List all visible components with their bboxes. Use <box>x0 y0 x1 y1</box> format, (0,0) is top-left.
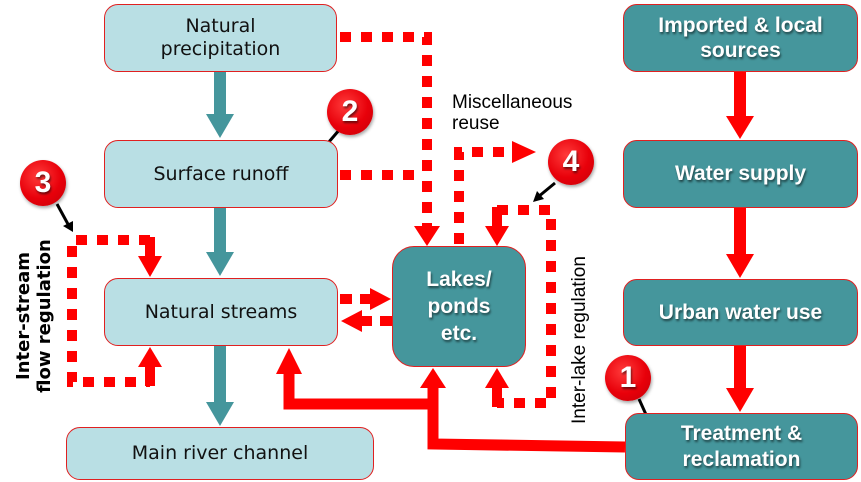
node-natural-precipitation: Natural precipitation <box>104 4 337 72</box>
node-treatment-reclamation: Treatment & reclamation <box>625 413 858 480</box>
label-misc-reuse-line1: Miscellaneous <box>452 92 573 113</box>
badge-2-number: 2 <box>341 95 359 128</box>
pointer-badge-3 <box>55 203 73 232</box>
node-main-river-channel: Main river channel <box>66 427 374 480</box>
arrow-treatment-to-lakes-and-streams <box>276 348 626 453</box>
label-misc-reuse: Miscellaneous reuse <box>452 92 573 135</box>
arrow-inter-lake-regulation <box>485 205 556 408</box>
label-inter-lake-regulation: Inter-lake regulation <box>569 256 591 424</box>
arrow-precipitation-to-runoff <box>206 72 234 138</box>
label-misc-reuse-line2: reuse <box>452 112 500 134</box>
arrow-precipitation-to-lakes <box>340 32 440 246</box>
arrow-inter-stream-regulation <box>67 235 162 387</box>
node-urban-water-use: Urban water use <box>623 279 858 346</box>
pointer-badge-4 <box>533 181 556 202</box>
badge-1-number: 1 <box>619 361 637 394</box>
arrow-runoff-to-streams <box>206 208 234 276</box>
node-lakes-ponds: Lakes/ ponds etc. <box>392 246 526 367</box>
badge-3-number: 3 <box>34 166 52 199</box>
node-natural-streams: Natural streams <box>104 278 338 346</box>
arrow-urban-use-to-treatment <box>726 346 754 412</box>
arrow-streams-to-lakes <box>340 288 391 310</box>
node-imported-local-sources: Imported & local sources <box>623 4 858 72</box>
badge-2: 2 <box>327 89 373 135</box>
label-inter-stream-regulation: Inter-stream flow regulation <box>13 236 55 396</box>
badge-3: 3 <box>20 160 66 206</box>
node-treatment-reclamation-label: Treatment & reclamation <box>680 422 803 471</box>
node-water-supply: Water supply <box>623 140 858 208</box>
badge-4-number: 4 <box>562 145 580 178</box>
arrow-sources-to-supply <box>726 72 754 139</box>
arrow-lakes-to-misc-reuse <box>454 141 536 244</box>
label-inter-stream-line2: flow regulation <box>33 239 55 393</box>
label-inter-lake-text: Inter-lake regulation <box>569 256 590 424</box>
arrow-streams-to-main-river <box>206 346 234 426</box>
badge-1: 1 <box>605 355 651 401</box>
node-surface-runoff: Surface runoff <box>104 140 338 208</box>
node-imported-local-sources-label: Imported & local sources <box>658 13 823 62</box>
node-natural-streams-label: Natural streams <box>144 300 298 323</box>
label-inter-stream-line1: Inter-stream <box>13 252 34 380</box>
node-natural-precipitation-label: Natural precipitation <box>160 15 281 60</box>
arrow-lakes-to-streams <box>341 310 392 332</box>
node-urban-water-use-label: Urban water use <box>658 300 823 324</box>
node-water-supply-label: Water supply <box>674 162 807 186</box>
arrow-supply-to-urban-use <box>726 208 754 278</box>
node-lakes-ponds-label: Lakes/ ponds etc. <box>426 267 492 346</box>
node-surface-runoff-label: Surface runoff <box>153 162 289 185</box>
node-main-river-channel-label: Main river channel <box>131 442 309 465</box>
badge-4: 4 <box>548 139 594 185</box>
